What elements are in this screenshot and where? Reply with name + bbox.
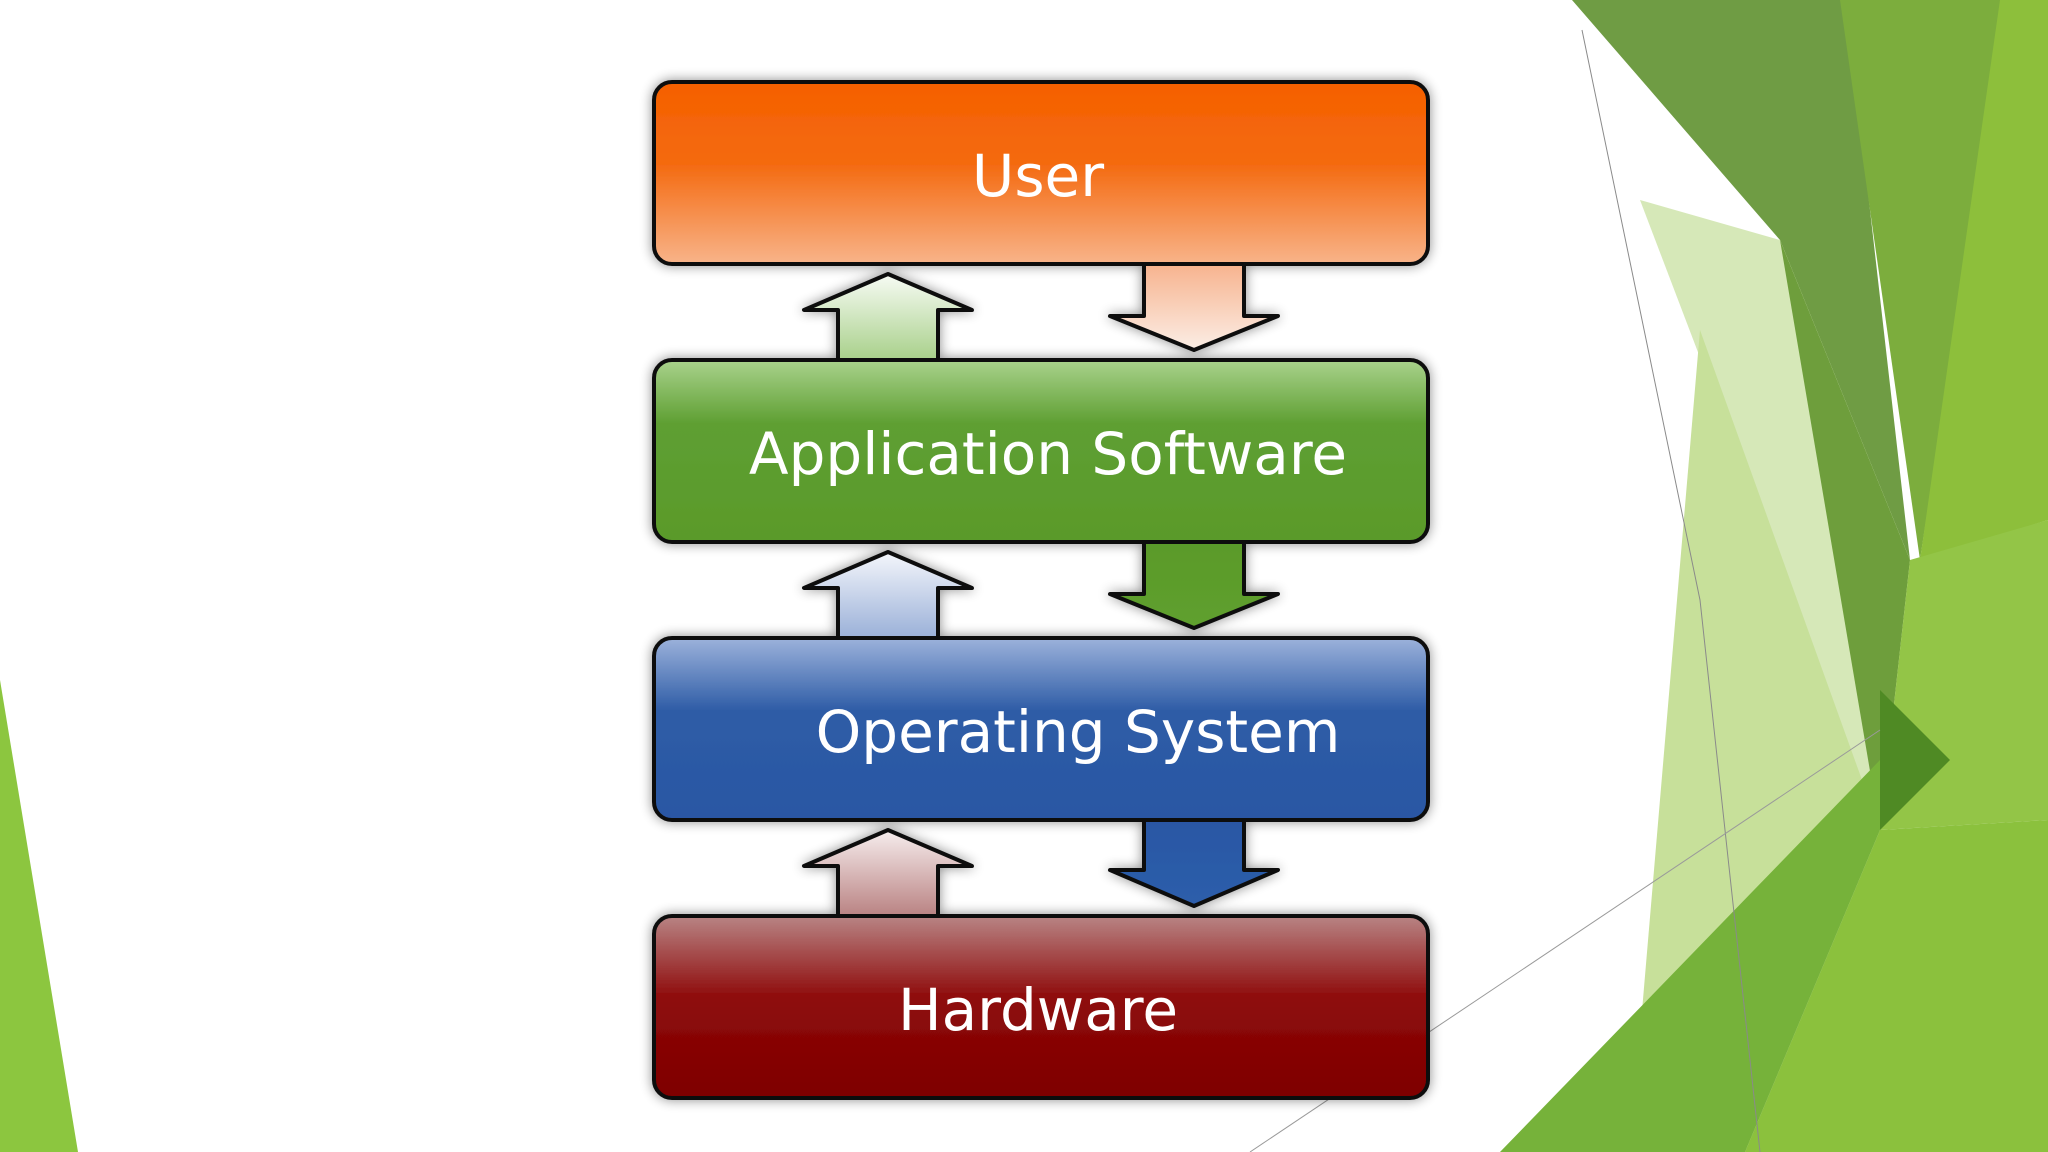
layer-label-operating-system: Operating System: [816, 698, 1341, 766]
layer-label-hardware: Hardware: [898, 976, 1178, 1044]
decor-right-facets: [1249, 0, 2048, 1152]
layer-box-operating-system: [652, 636, 1430, 822]
layer-label-user: User: [972, 142, 1104, 210]
layer-box-hardware: [652, 914, 1430, 1100]
arrow-up-os-to-app: [802, 550, 974, 640]
arrow-up-hardware-to-os: [802, 828, 974, 918]
os-layer-diagram: [652, 80, 1430, 1100]
decor-left-sliver: [0, 680, 78, 1152]
layer-label-application-software: Application Software: [749, 420, 1347, 488]
arrow-down-user-to-app: [1108, 262, 1280, 352]
layer-box-application-software: [652, 358, 1430, 544]
layer-box-user: [652, 80, 1430, 266]
arrow-down-os-to-hardware: [1108, 818, 1280, 908]
arrow-down-app-to-os: [1108, 540, 1280, 630]
arrow-up-app-to-user: [802, 272, 974, 362]
